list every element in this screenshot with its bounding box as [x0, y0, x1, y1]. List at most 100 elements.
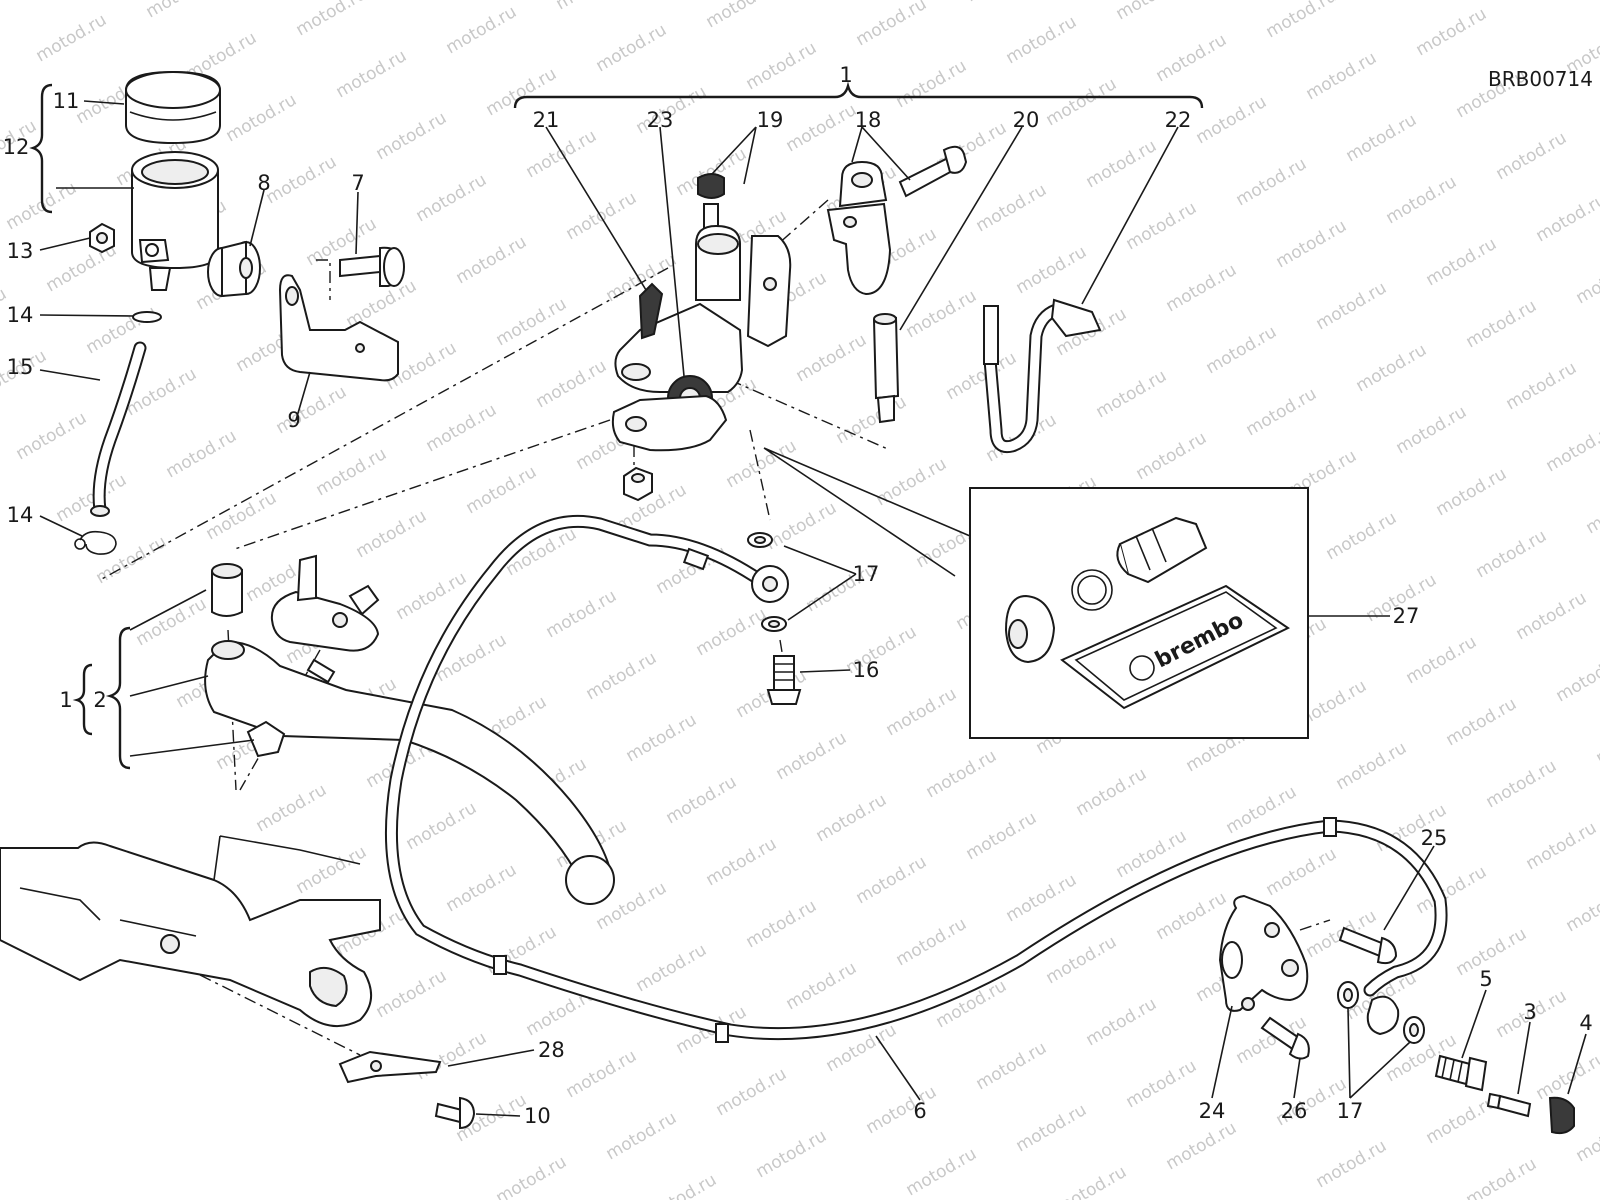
watermark: motod.ru: [1323, 508, 1401, 564]
watermark: motod.ru: [873, 454, 951, 510]
watermark: motod.ru: [1563, 880, 1600, 936]
watermark: motod.ru: [1093, 366, 1171, 422]
watermark: motod.ru: [1443, 694, 1521, 750]
watermark: motod.ru: [1003, 12, 1081, 68]
watermark: motod.ru: [273, 382, 351, 438]
bleed-screw-cap: [1548, 1096, 1575, 1135]
watermark: motod.ru: [533, 356, 611, 412]
reservoir-hose: [90, 341, 147, 517]
watermark: motod.ru: [603, 1108, 681, 1164]
callout-15: 15: [7, 355, 34, 379]
seal-kit-pointer: [763, 447, 971, 577]
watermark: motod.ru: [883, 684, 961, 740]
watermark: motod.ru: [633, 940, 711, 996]
reservoir-body: [131, 151, 219, 291]
leader-lines: [39, 100, 1587, 1117]
watermark: motod.ru: [893, 914, 971, 970]
callout-13: 13: [7, 239, 34, 263]
callout-14-bottom: 14: [7, 503, 34, 527]
kit-circlip: [1071, 569, 1113, 611]
callout-5: 5: [1479, 967, 1492, 991]
reservoir-nut: [89, 222, 115, 254]
watermark: motod.ru: [893, 56, 971, 112]
callout-19: 19: [757, 108, 784, 132]
callout-7: 7: [351, 171, 364, 195]
watermark: motod.ru: [423, 400, 501, 456]
watermark: motod.ru: [1483, 756, 1561, 812]
kit-piston: [1116, 516, 1208, 584]
watermark: motod.ru: [1333, 738, 1411, 794]
watermark: motod.ru: [1533, 190, 1600, 246]
callout-1-top: 1: [839, 63, 852, 87]
callout-2: 2: [93, 688, 106, 712]
watermark: motod.ru: [1153, 888, 1231, 944]
callout-6: 6: [913, 1099, 926, 1123]
watermark: motod.ru: [333, 46, 411, 102]
watermark: motod.ru: [1013, 242, 1091, 298]
bleed-cap: [697, 173, 725, 199]
watermark: motod.ru: [493, 1152, 571, 1200]
watermark: motod.ru: [463, 462, 541, 518]
watermark: motod.ru: [623, 710, 701, 766]
hose-clamp-lower: [74, 530, 117, 555]
bleeder-fitting: [1434, 1054, 1488, 1092]
watermark: motod.ru: [743, 38, 821, 94]
watermark: motod.ru: [443, 860, 521, 916]
watermark: motod.ru: [703, 0, 781, 32]
hose-clamp-upper: [132, 311, 162, 323]
watermark: motod.ru: [1573, 252, 1600, 308]
watermark: motod.ru: [1263, 0, 1341, 42]
watermark: motod.ru: [223, 90, 301, 146]
watermark: motod.ru: [1513, 588, 1591, 644]
watermark: motod.ru: [33, 10, 111, 66]
watermark: motod.ru: [1433, 464, 1511, 520]
banjo-fitting-elbow: [638, 282, 664, 340]
watermark: motod.ru: [1313, 278, 1391, 334]
watermark: motod.ru: [1493, 128, 1571, 184]
callout-27: 27: [1393, 604, 1420, 628]
watermark: motod.ru: [1463, 296, 1541, 352]
watermark: motod.ru: [773, 728, 851, 784]
watermark: motod.ru: [413, 170, 491, 226]
watermark: motod.ru: [1193, 92, 1271, 148]
clip-screw: [434, 1096, 476, 1130]
watermark: motod.ru: [1083, 136, 1161, 192]
watermark: motod.ru: [1423, 234, 1501, 290]
watermark: motod.ru: [1013, 1100, 1091, 1156]
watermark: motod.ru: [863, 1082, 941, 1138]
watermark: motod.ru: [1383, 172, 1461, 228]
watermark: motod.ru: [93, 532, 171, 588]
watermark: motod.ru: [1203, 322, 1281, 378]
watermark: motod.ru: [1573, 1110, 1600, 1166]
callout-18: 18: [855, 108, 882, 132]
watermark: motod.ru: [903, 1144, 981, 1200]
lever-adjuster: [270, 554, 380, 652]
hose-banjo-lower: [1366, 995, 1400, 1036]
callout-10: 10: [524, 1104, 551, 1128]
watermark: motod.ru: [413, 1028, 491, 1084]
watermark: motod.ru: [713, 1064, 791, 1120]
watermark: motod.ru: [1583, 482, 1600, 538]
callout-8: 8: [257, 171, 270, 195]
watermark: motod.ru: [353, 506, 431, 562]
watermark: motod.ru: [203, 488, 281, 544]
watermark: motod.ru: [583, 648, 661, 704]
callout-17-top: 17: [853, 562, 880, 586]
clamp-bolt: [898, 145, 968, 198]
watermark: motod.ru: [453, 232, 531, 288]
hose-banjo-upper: [751, 565, 789, 603]
watermark: motod.ru: [1083, 994, 1161, 1050]
callout-21: 21: [533, 108, 560, 132]
watermark: motod.ru: [1043, 74, 1121, 130]
watermark: motod.ru: [1403, 632, 1481, 688]
watermark: motod.ru: [1303, 48, 1381, 104]
watermark: motod.ru: [443, 2, 521, 58]
watermark: motod.ru: [1053, 1162, 1131, 1200]
watermark: motod.ru: [1003, 870, 1081, 926]
watermark: motod.ru: [643, 1170, 721, 1200]
clamp-cap: [826, 160, 892, 296]
frame-section: [0, 835, 381, 1027]
callout-26: 26: [1281, 1099, 1308, 1123]
watermark: motod.ru: [833, 392, 911, 448]
